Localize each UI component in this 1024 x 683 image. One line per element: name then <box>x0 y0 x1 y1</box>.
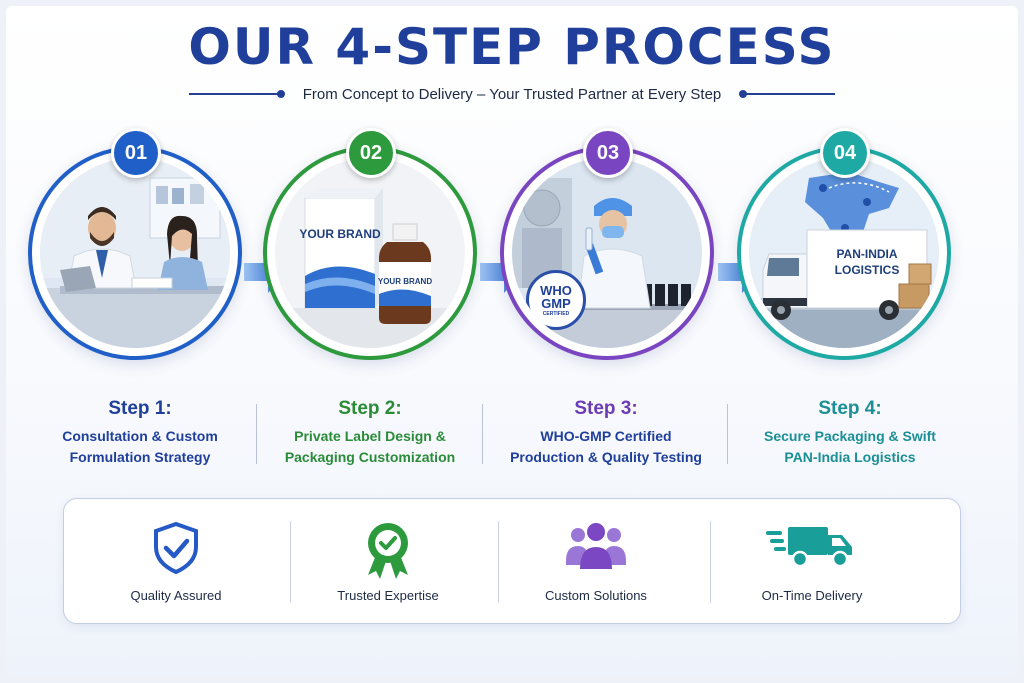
feature-custom-solutions: Custom Solutions <box>484 499 708 625</box>
box-brand-label: YOUR BRAND <box>299 227 381 241</box>
step-2-badge: 02 <box>346 128 396 178</box>
truck-text-line2: LOGISTICS <box>835 263 900 277</box>
step-4-badge: 04 <box>820 128 870 178</box>
divider <box>498 521 499 603</box>
step-4: PAN-INDIA LOGISTICS 04 <box>737 128 957 360</box>
bottle-brand-label: YOUR BRAND <box>378 277 432 286</box>
step-3-badge: 03 <box>583 128 633 178</box>
feature-quality-assured: Quality Assured <box>64 499 288 625</box>
page-title: OUR 4-STEP PROCESS <box>188 18 836 76</box>
divider <box>727 404 728 464</box>
subtitle-line-right <box>739 90 836 98</box>
step-4-ring: PAN-INDIA LOGISTICS <box>737 146 951 360</box>
who-gmp-seal: WHO GMP CERTIFIED <box>526 270 586 330</box>
step-4-title: Step 4: <box>818 398 882 419</box>
step-1-desc-line2: Formulation Strategy <box>69 449 211 465</box>
feature-label: On-Time Delivery <box>761 588 863 603</box>
logistics-scene: PAN-INDIA LOGISTICS <box>749 158 939 348</box>
seal-certified-text: CERTIFIED <box>542 310 570 317</box>
divider <box>710 521 711 603</box>
step-1: 01 <box>28 128 248 360</box>
step-2-ring: YOUR BRAND YOUR BRAND <box>263 146 477 360</box>
packaging-illustration: YOUR BRAND YOUR BRAND <box>275 158 465 348</box>
truck-text-line1: PAN-INDIA <box>836 247 897 261</box>
features-panel: Quality Assured Trusted Expertise Custom… <box>63 498 961 624</box>
page-subtitle: From Concept to Delivery – Your Trusted … <box>302 85 722 103</box>
divider <box>482 404 483 464</box>
feature-label: Quality Assured <box>130 588 222 603</box>
step-2-desc-line1: Private Label Design & <box>294 428 446 444</box>
step-3-desc-line2: Production & Quality Testing <box>510 449 702 465</box>
step-4-text: Step 4: Secure Packaging & Swift PAN-Ind… <box>730 398 970 468</box>
step-1-desc-line1: Consultation & Custom <box>62 428 218 444</box>
step-3-ring: WHO GMP CERTIFIED <box>500 146 714 360</box>
seal-who-text: WHO <box>540 282 572 298</box>
step-4-desc-line2: PAN-India Logistics <box>784 449 916 465</box>
step-3-desc-line1: WHO-GMP Certified <box>540 428 672 444</box>
seal-gmp-text: GMP <box>541 295 571 311</box>
step-3: WHO GMP CERTIFIED 03 <box>500 128 720 360</box>
step-1-ring <box>28 146 242 360</box>
step-2: YOUR BRAND YOUR BRAND 02 <box>263 128 483 360</box>
delivery-truck-icon <box>766 527 852 568</box>
step-1-text: Step 1: Consultation & Custom Formulatio… <box>20 398 260 468</box>
divider <box>256 404 257 464</box>
step-3-title: Step 3: <box>574 398 638 419</box>
feature-label: Custom Solutions <box>545 588 647 603</box>
step-4-desc-line1: Secure Packaging & Swift <box>764 428 936 444</box>
step-2-title: Step 2: <box>338 398 402 419</box>
shield-check-icon <box>154 521 198 575</box>
step-2-desc-line2: Packaging Customization <box>284 449 456 465</box>
step-1-badge: 01 <box>111 128 161 178</box>
step-3-text: Step 3: WHO-GMP Certified Production & Q… <box>486 398 726 468</box>
divider <box>290 521 291 603</box>
logistics-illustration: PAN-INDIA LOGISTICS <box>749 158 939 348</box>
packaging-scene: YOUR BRAND YOUR BRAND <box>275 158 465 348</box>
feature-trusted-expertise: Trusted Expertise <box>276 499 500 625</box>
step-2-text: Step 2: Private Label Design & Packaging… <box>250 398 490 468</box>
consultation-illustration <box>40 158 230 348</box>
subtitle-line-left <box>188 90 285 98</box>
award-ribbon-icon <box>368 523 408 579</box>
production-scene: WHO GMP CERTIFIED <box>512 158 702 348</box>
feature-label: Trusted Expertise <box>337 588 439 603</box>
subtitle-row: From Concept to Delivery – Your Trusted … <box>0 84 1024 104</box>
consultation-scene <box>40 158 230 348</box>
team-users-icon <box>566 523 626 569</box>
feature-on-time-delivery: On-Time Delivery <box>700 499 924 625</box>
step-1-title: Step 1: <box>108 398 172 419</box>
